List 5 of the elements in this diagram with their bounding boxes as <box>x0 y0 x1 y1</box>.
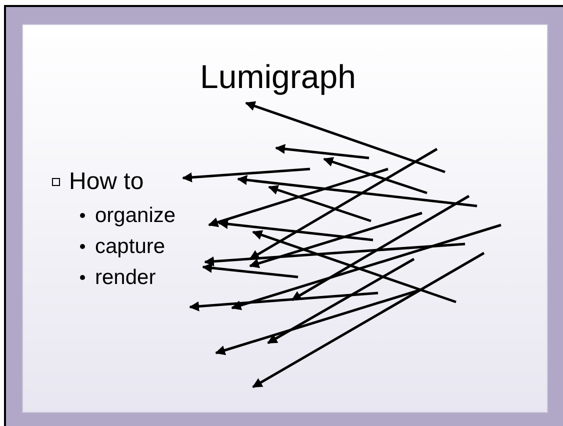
bullet-text: How to <box>69 170 144 194</box>
slide-title: Lumigraph <box>200 60 356 93</box>
bullet-text: capture <box>95 236 166 257</box>
bullet-text: render <box>95 267 156 288</box>
bullet-text: organize <box>95 205 176 226</box>
